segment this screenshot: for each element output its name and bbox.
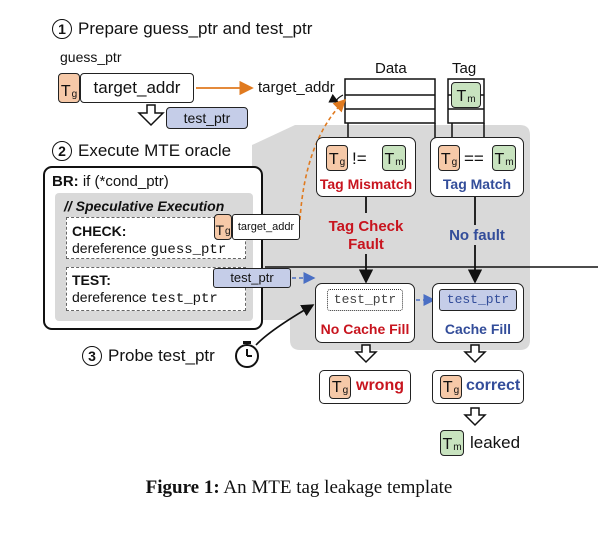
down-arrow-leaked xyxy=(463,407,487,427)
tag-label: Tag xyxy=(452,60,477,77)
check-target-addr: target_addr xyxy=(232,214,300,240)
step2-label: Execute MTE oracle xyxy=(78,141,232,160)
target-addr-arrow-label: target_addr xyxy=(258,79,335,96)
step3-label: Probe test_ptr xyxy=(108,346,215,365)
test-ptr-inline: test_ptr xyxy=(213,268,291,288)
guess-ptr-label: guess_ptr xyxy=(60,49,122,65)
mismatch-op: != xyxy=(352,149,367,168)
test-line: dereference test_ptr xyxy=(72,289,218,307)
check-label: CHECK: xyxy=(72,223,127,239)
match-label: Tag Match xyxy=(442,176,512,192)
test-ptr-box: test_ptr xyxy=(166,107,248,129)
step2-number: 2 xyxy=(52,141,72,161)
data-label: Data xyxy=(375,60,407,77)
no-cache-test-ptr: test_ptr xyxy=(327,289,403,311)
spec-exec-label: // Speculative Execution xyxy=(64,198,225,214)
mismatch-label: Tag Mismatch xyxy=(319,176,413,192)
target-addr-box: target_addr xyxy=(80,73,194,103)
wrong-label: wrong xyxy=(356,377,404,394)
step1-number: 1 xyxy=(52,19,72,39)
step1-label: Prepare guess_ptr and test_ptr xyxy=(78,19,313,38)
match-op: == xyxy=(464,149,484,168)
stopwatch-icon xyxy=(235,341,259,368)
step3-number: 3 xyxy=(82,346,102,366)
no-fault-label: No fault xyxy=(430,227,524,244)
no-cache-box xyxy=(315,283,415,343)
br-line: BR: if (*cond_ptr) xyxy=(52,173,169,190)
down-arrow-wrong xyxy=(354,344,378,364)
cache-test-ptr: test_ptr xyxy=(439,289,517,311)
step1-heading: 1 Prepare guess_ptr and test_ptr xyxy=(52,19,312,39)
figure-caption: Figure 1: An MTE tag leakage template xyxy=(145,477,453,498)
memory-data-cells xyxy=(344,78,436,124)
correct-label: correct xyxy=(466,377,521,394)
no-cache-label: No Cache Fill xyxy=(320,321,410,337)
test-label: TEST: xyxy=(72,272,111,288)
down-arrow-1 xyxy=(137,104,165,127)
down-arrow-correct xyxy=(463,344,487,364)
step2-heading: 2 Execute MTE oracle xyxy=(52,141,231,161)
leaked-label: leaked xyxy=(470,433,521,452)
step3-heading: 3 Probe test_ptr xyxy=(82,346,215,366)
cache-label: Cache Fill xyxy=(444,321,512,337)
check-line: dereference guess_ptr xyxy=(72,240,227,258)
